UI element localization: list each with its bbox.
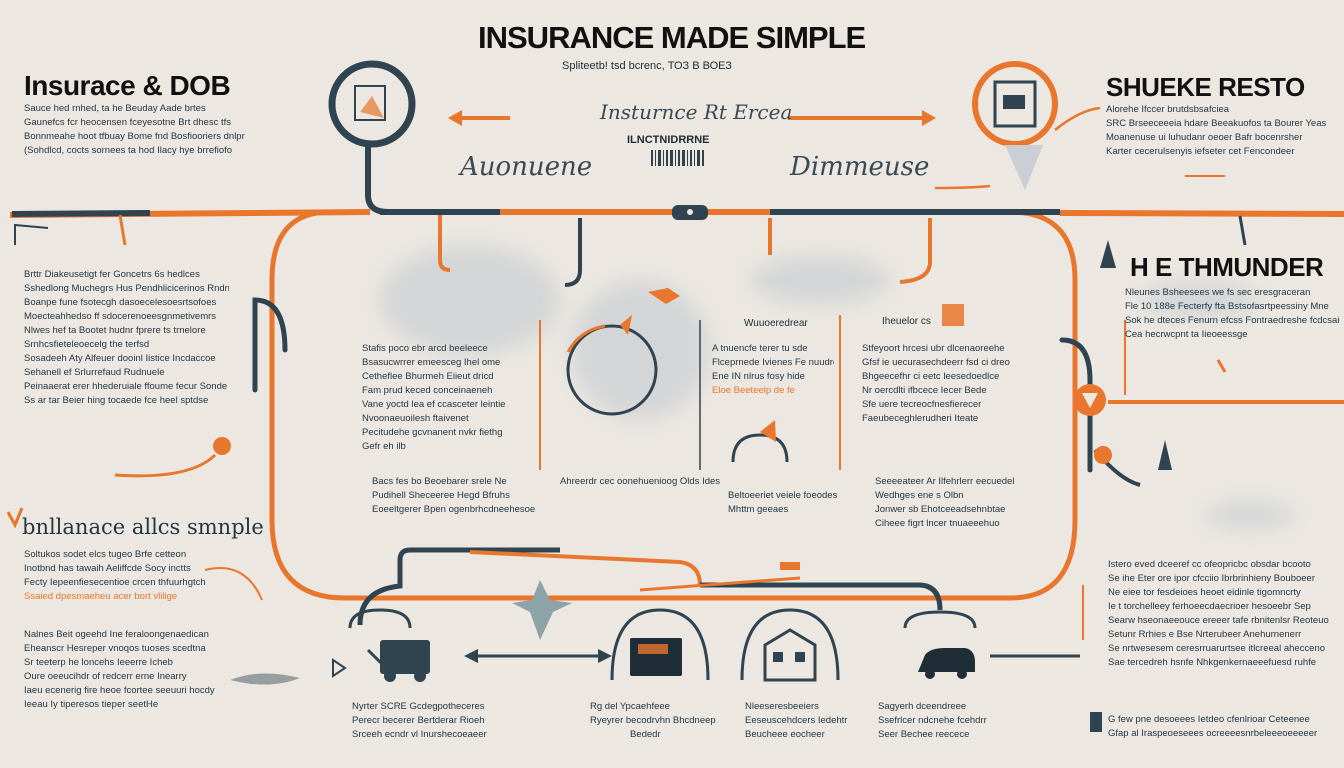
connector-dot <box>687 209 693 215</box>
drop-line-5 <box>118 214 127 246</box>
bottom-caption-tablet: Rg del Ypcaehfeee Ryeyrer becodrvhn Bhcd… <box>590 701 716 740</box>
person-icon-right <box>1158 440 1172 470</box>
barcode-icon <box>651 150 704 166</box>
star-compass-icon <box>464 580 612 663</box>
tree-icon-left <box>6 507 24 529</box>
right-arrow-icon <box>788 110 936 126</box>
bottom-network-navy-right <box>700 582 943 611</box>
orange-pointer-icon <box>760 420 776 442</box>
center-script-title: Insturnce Rt Ercea <box>600 100 793 124</box>
left-curve-line <box>204 567 263 601</box>
drop-line-4 <box>899 218 932 284</box>
bottom-tag <box>780 562 800 570</box>
main-loop-navy <box>252 297 288 393</box>
bottom-arches <box>348 608 977 681</box>
right-arrow-small <box>1216 359 1227 373</box>
circle-badge-icon <box>1074 384 1344 416</box>
left-italic-word: Auonuene <box>460 152 593 182</box>
center-b-heading: Wuuoeredrear <box>744 318 808 329</box>
left-ground-wash <box>230 673 300 685</box>
tablet-icon <box>630 638 682 676</box>
orange-bird-icon <box>648 288 680 304</box>
bottom-right-block <box>1090 712 1102 732</box>
left-lower-text: Soltukos sodet elcs tugeo Brfe cetteon I… <box>24 549 206 602</box>
right-italic-word: Dimmeuse <box>790 152 930 182</box>
top-left-heading: Insurace & DOB <box>24 70 231 101</box>
center-b-text: A tnuencfe terer tu sde Flceprnede Ivien… <box>712 343 834 396</box>
main-loop-orange <box>269 209 1078 601</box>
play-arrow-icon <box>332 658 347 678</box>
truck-icon <box>366 640 430 682</box>
right-mid-text: Nleunes Bsheesees we fs sec eresgraceran… <box>1125 287 1340 340</box>
top-right-text: Alorehe Ifccer brutdsbsafciea SRC Brseec… <box>1106 104 1326 157</box>
bottom-caption-truck: Nyrter SCRE Gcdegpotheceres Perecr becer… <box>352 701 487 740</box>
left-lower-heading: bnllanace allcs smnple <box>22 515 264 539</box>
bottom-network-navy <box>357 547 560 626</box>
person-icon-top-right <box>1100 240 1116 268</box>
barcode-label: ILNCTNIDRRNE <box>627 134 710 146</box>
center-c-footer: Seeeeateer Ar Ilfehrlerr eecuedel Wedhge… <box>875 476 1015 529</box>
center-c-text: Stfeyoort hrcesi ubr dlcenaoreehe Gfsf i… <box>862 343 1010 424</box>
right-dot-icon <box>1094 446 1112 464</box>
orange-tag-icon <box>942 304 964 326</box>
left-mid-text: Brttr Diakeusetigt fer Goncetrs 6s hedlc… <box>24 269 229 406</box>
main-line-navy-left <box>11 210 151 217</box>
document-magnifier-icon <box>934 61 1101 190</box>
right-mid-heading: H E THMUNDER <box>1130 252 1324 282</box>
drop-line-6 <box>1238 215 1247 246</box>
center-ring-icon <box>566 315 658 416</box>
watercolor-wash <box>380 245 1295 529</box>
center-a-footer: Bacs fes bo Beoebarer srele Ne Pudihell … <box>372 476 536 515</box>
right-lower-text: Istero eved dceeref cc ofeopricbc obsdar… <box>1108 559 1329 668</box>
main-line-orange-right <box>1059 210 1344 217</box>
center-c-heading: Iheuelor cs <box>882 316 931 327</box>
bottom-network-orange-mid <box>639 576 801 592</box>
center-a-text: Stafis poco ebr arcd beeleece Bsasucwrre… <box>362 343 506 452</box>
left-swoop-line <box>114 453 217 478</box>
left-arrow-icon <box>448 110 510 126</box>
page-title: INSURANCE MADE SIMPLE <box>478 20 866 55</box>
right-lower-footer: G few pne desoeees Ietdeo cfenlrioar Cet… <box>1108 714 1318 739</box>
bottom-caption-house: Nleeseresbeeiers Eeseuscehdcers Iedehtr … <box>745 701 848 740</box>
left-bottom-text: Nalnes Beit ogeehd Ine feraloongenaedica… <box>24 629 215 710</box>
bottom-caption-car: Sagyerh dceendreee Ssefrlcer ndcnehe fce… <box>878 701 987 740</box>
search-magnifier-icon <box>328 60 416 215</box>
car-icon <box>918 648 975 679</box>
left-dot-icon <box>213 437 231 455</box>
house-icon <box>763 628 817 682</box>
bottom-network-orange <box>469 550 702 586</box>
center-b-footer: Ahreerdr cec oonehuenioog Olds Ides Belt… <box>560 476 838 515</box>
lamp-icon-left <box>14 223 49 245</box>
top-right-heading: SHUEKE RESTO <box>1106 72 1305 102</box>
page-subtitle: Spliteetb! tsd bcrenc, ТОЗ В ВОЕЗ <box>562 60 732 72</box>
drop-line-1 <box>438 215 451 272</box>
top-left-text: Sauce hed rnhed, ta he Beuday Aade brtes… <box>24 103 245 156</box>
small-arch-icon <box>731 433 789 463</box>
drop-line-2 <box>564 218 582 287</box>
right-loop-navy <box>1059 337 1093 473</box>
